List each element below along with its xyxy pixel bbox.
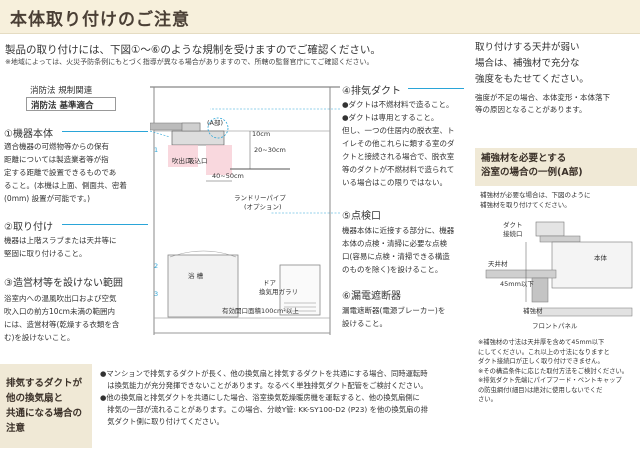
diagram-label-10cm: 10cm [252,130,271,138]
section-3-body: 浴室内への温風吹出口および空気 吹入口の前方10cm未満の範囲内 には、造営材等… [4,294,120,342]
intro-note: ※地域によっては、火災予防条例にもとづく指導が異なる場合がありますので、所轄の監… [5,58,374,66]
a-part-circle [207,117,229,139]
section-4-body: ●ダクトは不燃材料で造ること。 ●ダクトは専用とすること。 但し、一つの住居内の… [342,100,455,187]
shared-duct-text: ●マンションで排気するダクトが長く、他の換気扇と排気するダクトを共通にする場合、… [100,369,428,426]
section-2-line [62,224,148,225]
diagram-num-1: 1 [154,146,159,154]
ceiling-board [485,269,557,279]
section-4-head: ④排気ダクト [342,86,401,97]
diagram-label-laundry: ランドリーパイプ [234,194,286,202]
section-1-line [62,131,148,132]
fig-size: 45mm以下 [500,280,534,288]
reinforcement-heading: 補強材を必要とする 浴室の場合の一例(A部) [475,148,637,186]
diagram-label-door-sub: 換気用ガラリ [259,288,298,296]
diagram-label-range: 有効開口面積100cm²以上 [222,307,299,315]
diagram-num-2: 2 [154,262,159,270]
bathroom-diagram [150,86,340,335]
front-panel-shape [537,307,633,317]
diagram-label-a: (A部) [207,119,224,127]
title-bar [0,0,640,34]
diagram-label-yokuso: 浴 槽 [188,272,204,280]
ceiling-warning: 取り付けする天井が弱い 場合は、補強材で充分な 強度をもたせてください。 強度が… [475,42,610,114]
unit-body [551,241,633,289]
section-4-line [408,88,464,89]
fig-hosei: 補強材 [523,307,543,315]
diagram-label-door: ドア [263,279,276,287]
guide-line-1 [150,130,171,138]
fig-duct2: 接続口 [503,230,523,238]
section-6-head: ⑥漏電遮断器 [342,291,401,302]
fig-body: 本体 [594,254,607,262]
section-5-body: 機器本体に近接する部分に、機器 本体の点検・清掃に必要な点検 口(容易に点検・清… [342,226,455,274]
ventilation-unit [171,130,225,146]
section-1-head: ①機器本体 [4,129,53,140]
fig-panel: フロントパネル [532,322,578,330]
diagram-label-40-50cm: 40~50cm [212,172,244,180]
door [279,264,321,316]
reinforcement-description: 補強材が必要な場合は、下図のように 補強材を取り付けてください。 [480,191,591,209]
page-title: 本体取り付けのご注意 [10,10,190,30]
section-3-head: ③造営材等を設けない範囲 [4,278,123,289]
legend-regulation: 消防法 規制関連 [30,86,93,96]
fig-ceiling: 天井材 [488,260,508,268]
bathtub-rim [169,250,237,258]
fig-duct: ダクト [503,221,523,229]
diagram-label-fukidashi: 吹出口 [172,157,192,165]
section-5-head: ⑤点検口 [342,211,381,222]
section-2-body: 機器は上階スラブまたは天井等に 堅固に取り付けること。 [4,236,117,258]
section-2-head: ②取り付け [4,222,53,233]
clearance-area-2 [206,145,232,175]
unit-top [181,122,201,132]
reinforcement-notes: ※補強材の寸法は天井厚を含めて45mm以下 にしてください。これ以上の寸法になり… [478,339,629,403]
shared-duct-label: 排気するダクトが 他の換気扇と 共通になる場合の 注意 [0,364,92,448]
reinforcement-bar [531,277,549,303]
legend-compliant: 消防法 基準適合 [26,97,116,111]
intro-text: 製品の取り付けには、下図①～⑥のような規制を受けますのでご確認ください。 [5,44,381,56]
duct-flange [539,235,581,243]
diagram-label-20-30cm: 20~30cm [254,146,286,154]
diagram-label-laundry-sub: (オプション) [244,203,282,211]
diagram-num-3: 3 [154,290,159,298]
reinforcement-figure [485,221,633,317]
duct-connector [535,221,565,237]
section-1-body: 適合機器の可燃物等からの保有 距離については製造業者等が指 定する距離で設置でき… [4,142,127,203]
diagram-label-suikomi: 吸込口 [188,157,208,165]
clearance-area-1 [168,145,198,167]
section-6-body: 漏電遮断器(電源ブレーカー)を 設けること。 [342,306,446,328]
bathtub [167,254,239,318]
